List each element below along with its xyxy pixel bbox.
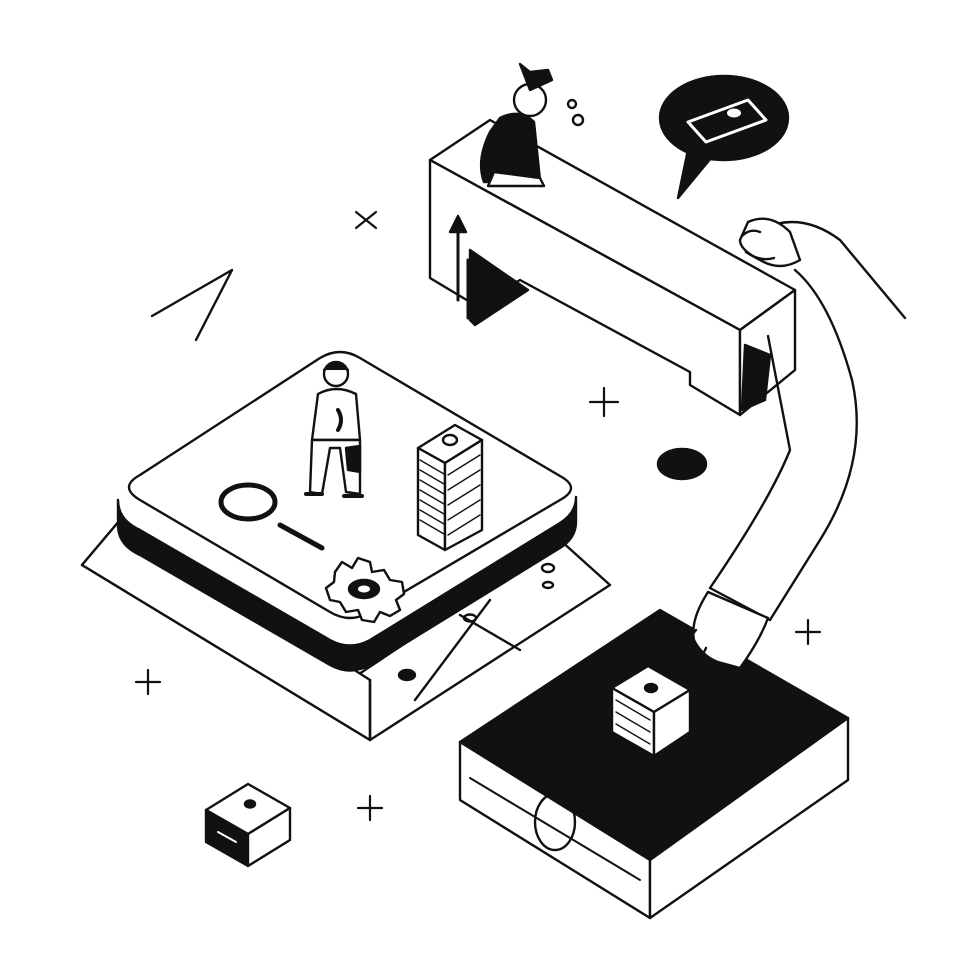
sparkle-marks xyxy=(134,210,822,822)
angle-mark xyxy=(150,268,234,342)
dark-top-box xyxy=(458,608,850,920)
magnifier-icon xyxy=(218,482,325,551)
small-cube xyxy=(204,782,292,868)
reaching-arm xyxy=(686,217,907,670)
brush-cube xyxy=(610,650,720,758)
stacked-documents xyxy=(416,423,484,552)
speech-bubble-with-note xyxy=(658,74,790,200)
floating-dot xyxy=(656,447,708,481)
gear-icon xyxy=(324,556,406,624)
seated-person xyxy=(479,62,585,188)
standing-person xyxy=(304,360,364,498)
